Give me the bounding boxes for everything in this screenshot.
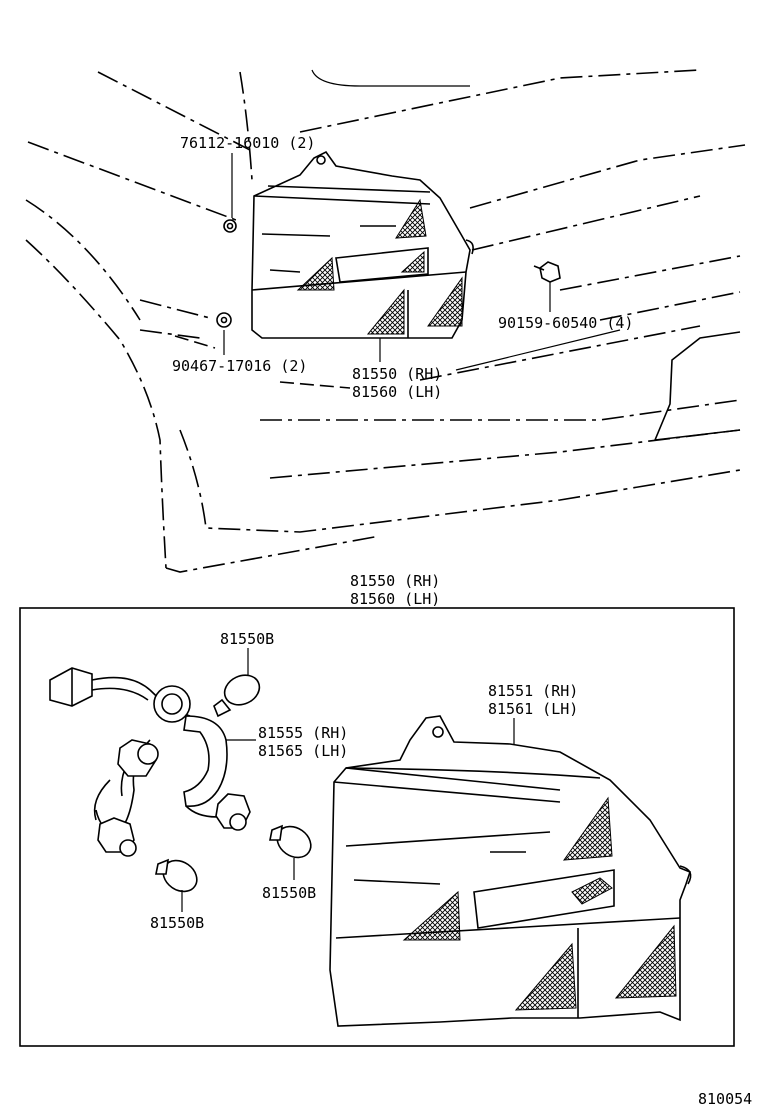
label-lamp-lh: 81560 (LH) xyxy=(352,383,442,401)
bolt-icon xyxy=(533,261,561,283)
label-fastener-left: 90467-17016 (2) xyxy=(172,357,307,375)
label-lens-lh: 81561 (LH) xyxy=(488,700,578,718)
exploded-view-frame xyxy=(19,607,735,1047)
bulb-top-icon xyxy=(213,674,261,718)
wiring-harness xyxy=(49,667,229,841)
label-socket-lh: 81565 (LH) xyxy=(258,742,348,760)
fastener-screw-icon xyxy=(216,312,232,328)
panel-header-lh: 81560 (LH) xyxy=(350,590,440,608)
label-bolt-right: 90159-60540 (4) xyxy=(498,314,633,332)
label-socket-rh: 81555 (RH) xyxy=(258,724,348,742)
label-bulb-bottom: 81550B xyxy=(150,914,204,932)
bulb-bottom-icon xyxy=(155,858,198,893)
lower-tail-lamp-lens xyxy=(329,715,692,1027)
panel-header-rh: 81550 (RH) xyxy=(350,572,440,590)
socket-lower-icon xyxy=(97,817,137,857)
vehicle-body-outline xyxy=(25,69,746,573)
figure-number: 810054 xyxy=(698,1090,752,1108)
label-bulb-right: 81550B xyxy=(262,884,316,902)
leader-lamp-right xyxy=(455,329,621,371)
label-lens-rh: 81551 (RH) xyxy=(488,682,578,700)
fastener-clip-icon xyxy=(223,219,237,233)
label-fastener-top: 76112-16010 (2) xyxy=(180,134,315,152)
upper-tail-lamp-assembly xyxy=(251,150,474,339)
label-bulb-top: 81550B xyxy=(220,630,274,648)
socket-upper-icon xyxy=(117,739,159,777)
bulb-right-icon xyxy=(269,824,312,859)
label-lamp-rh: 81550 (RH) xyxy=(352,365,442,383)
socket-right-icon xyxy=(215,793,251,831)
